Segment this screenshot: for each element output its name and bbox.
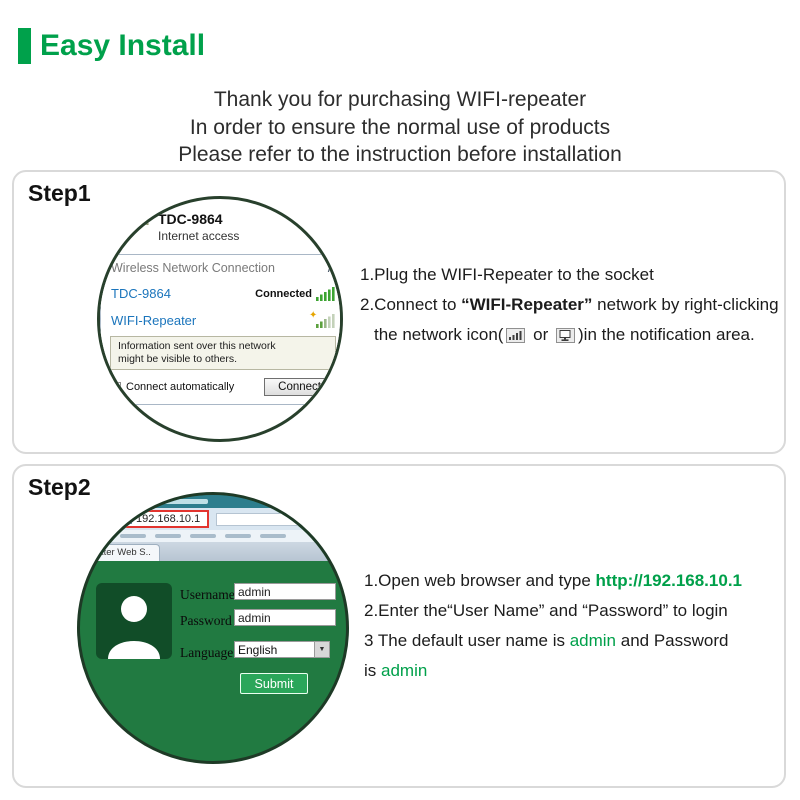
default-username-value: admin: [569, 631, 617, 650]
language-select[interactable]: English ▼: [234, 641, 330, 658]
intro-text: Thank you for purchasing WIFI-repeater I…: [0, 86, 800, 169]
step2-screenshot-circle: 192.168.10.1 eater Web S..: [77, 492, 349, 764]
instruction-text: network by right-clicking: [592, 295, 779, 314]
submit-button[interactable]: Submit: [240, 673, 308, 694]
connect-automatically-label: Connect automatically: [126, 381, 235, 393]
address-bar[interactable]: 192.168.10.1: [114, 510, 210, 528]
router-url: http://192.168.10.1: [595, 571, 742, 590]
user-avatar: [96, 583, 172, 659]
page-header: Easy Install: [18, 28, 205, 64]
browser-title-text: [122, 499, 208, 504]
network-security-tooltip: Information sent over this network might…: [110, 336, 336, 370]
connected-status: Connected: [255, 286, 335, 301]
window-controls[interactable]: [297, 499, 304, 504]
taskbar-wifi-icon: [506, 328, 526, 343]
instruction-text: and Password: [616, 631, 729, 650]
instruction-text: )in the notification area.: [578, 325, 755, 344]
signal-strength-icon: [316, 286, 335, 301]
step1-instruction-2b: the network icon( or )in the notificatio…: [374, 320, 785, 350]
intro-line-1: Thank you for purchasing WIFI-repeater: [213, 88, 587, 111]
ssid-label: TDC-9864: [111, 286, 171, 301]
ssid-label: WIFI-Repeater: [111, 313, 197, 328]
panel-title: Wireless Network Connection: [111, 260, 275, 275]
step2-instruction-1: 1.Open web browser and type http://192.1…: [364, 566, 789, 596]
browser-title-bar: [80, 495, 346, 508]
tooltip-line-2: might be visible to others.: [118, 353, 238, 365]
step1-screenshot-circle: TDC-9864 Internet access Wireless Networ…: [97, 196, 343, 442]
step2-instruction-3b: is admin: [364, 656, 789, 686]
address-text: 192.168.10.1: [136, 513, 201, 525]
language-value: English: [238, 642, 278, 657]
language-label: Language: [180, 645, 234, 660]
default-password-value: admin: [381, 661, 428, 680]
step1-instruction-1: 1.Plug the WIFI-Repeater to the socket: [360, 260, 785, 290]
connect-row: Connect automatically Connect: [101, 373, 340, 404]
connect-automatically-checkbox[interactable]: [111, 382, 121, 392]
wireless-network-panel: Wireless Network Connection ∧ TDC-9864 C…: [100, 254, 340, 405]
network-header: TDC-9864 Internet access: [136, 212, 239, 243]
header-accent-bar: [18, 28, 31, 64]
username-label: Username: [180, 587, 235, 602]
page-title: Easy Install: [40, 29, 206, 62]
dropdown-arrow-icon: ▼: [314, 642, 329, 657]
favorites-item[interactable]: [190, 534, 216, 538]
wireless-access-icon: [136, 212, 149, 225]
intro-line-2: In order to ensure the normal use of pro…: [189, 115, 611, 139]
password-label: Password: [180, 613, 232, 628]
favorites-item[interactable]: [120, 534, 146, 538]
step1-instructions: 1.Plug the WIFI-Repeater to the socket 2…: [360, 260, 785, 350]
network-row-connected[interactable]: TDC-9864 Connected: [101, 280, 340, 307]
new-network-signal: ✦: [309, 310, 335, 328]
panel-header: Wireless Network Connection ∧: [101, 255, 340, 280]
favorites-item[interactable]: [260, 534, 286, 538]
favorites-item[interactable]: [225, 534, 251, 538]
person-silhouette-icon: [108, 596, 160, 659]
browser-tab-bar: eater Web S..: [80, 542, 346, 561]
connected-network-status: Internet access: [158, 229, 240, 243]
intro-line-3: Please refer to the instruction before i…: [178, 143, 622, 166]
network-header-text: TDC-9864 Internet access: [158, 211, 240, 244]
repeater-name-emphasis: “WIFI-Repeater”: [461, 295, 593, 314]
favorites-item[interactable]: [155, 534, 181, 538]
connected-network-name: TDC-9864: [158, 211, 223, 227]
collapse-chevron-icon[interactable]: ∧: [326, 260, 335, 275]
page-favicon: [123, 514, 132, 524]
step2-instruction-3: 3 The default user name is admin and Pas…: [364, 626, 789, 656]
taskbar-ethernet-icon: [556, 328, 576, 343]
instruction-text: 1.Plug the WIFI-Repeater to the socket: [360, 265, 654, 284]
browser-tab[interactable]: eater Web S..: [84, 544, 160, 561]
browser-chrome: 192.168.10.1 eater Web S..: [80, 495, 346, 561]
browser-address-row: 192.168.10.1: [80, 508, 346, 530]
step2-instructions: 1.Open web browser and type http://192.1…: [364, 566, 789, 686]
username-input[interactable]: [234, 583, 336, 600]
step1-panel: Step1 TDC-9864 Internet access Wireless …: [12, 170, 786, 454]
step1-instruction-2: 2.Connect to “WIFI-Repeater” network by …: [360, 290, 785, 320]
connect-button[interactable]: Connect: [264, 378, 335, 396]
instruction-text: 1.Open web browser and type: [364, 571, 596, 590]
instruction-text: the network icon(: [374, 325, 504, 344]
instruction-text: 2.Enter the“User Name” and “Password” to…: [364, 601, 728, 620]
connected-label: Connected: [255, 287, 312, 300]
new-network-star-icon: ✦: [309, 309, 318, 321]
browser-favorites-bar: [80, 530, 346, 542]
search-box[interactable]: [216, 512, 312, 526]
instruction-text: 2.Connect to: [360, 295, 462, 314]
step1-label: Step1: [28, 180, 91, 206]
password-input[interactable]: [234, 609, 336, 626]
tooltip-line-1: Information sent over this network: [118, 340, 276, 352]
step2-panel: Step2 192.168.10.1: [12, 464, 786, 788]
step2-instruction-2: 2.Enter the“User Name” and “Password” to…: [364, 596, 789, 626]
instruction-text: or: [528, 325, 554, 344]
signal-strength-icon: [316, 313, 335, 328]
network-row-repeater[interactable]: WIFI-Repeater ✦: [101, 307, 340, 334]
instruction-text: 3 The default user name is: [364, 631, 570, 650]
instruction-text: is: [364, 661, 381, 680]
